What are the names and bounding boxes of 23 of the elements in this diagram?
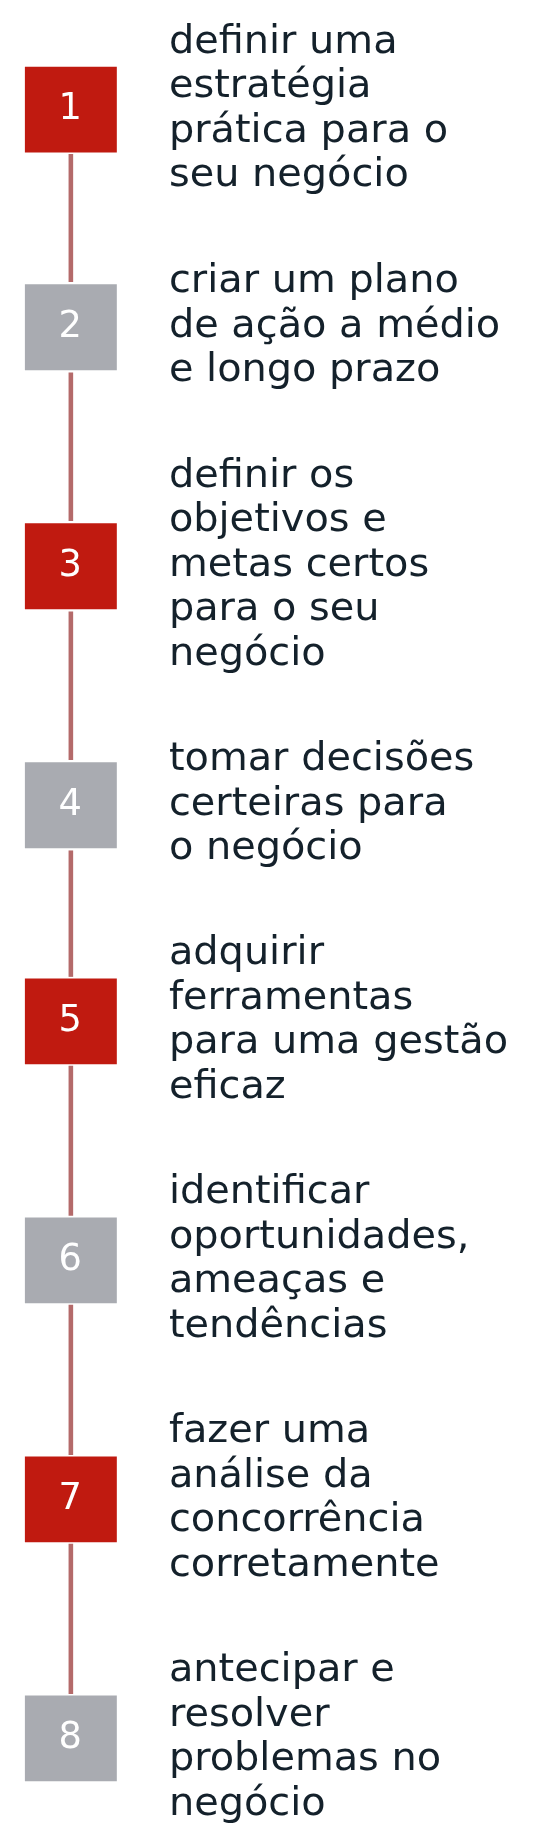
node-box: 6 bbox=[24, 1217, 117, 1304]
node-label: tomar decisões certeiras para o negócio bbox=[168, 733, 475, 869]
connector bbox=[68, 1065, 74, 1216]
node-label: adquirir ferramentas para uma gestão eficaz bbox=[168, 927, 509, 1107]
node-label: identificar oportunidades, ameaças e tendências bbox=[168, 1166, 470, 1346]
connector bbox=[68, 154, 74, 283]
node-box: 5 bbox=[24, 978, 117, 1065]
connector bbox=[68, 372, 74, 522]
connector bbox=[68, 1304, 74, 1455]
connector bbox=[68, 1543, 74, 1694]
node-label: fazer uma análise da concorrência corretamente bbox=[168, 1405, 440, 1585]
node-label: definir uma estratégia prática para o seu negócio bbox=[168, 15, 449, 195]
node-box: 8 bbox=[24, 1695, 117, 1782]
node-label: antecipar e resolver problemas no negócio bbox=[168, 1644, 442, 1824]
node-box: 7 bbox=[24, 1456, 117, 1543]
connector bbox=[68, 611, 74, 761]
node-box: 2 bbox=[24, 284, 117, 371]
node-box: 1 bbox=[24, 66, 117, 153]
node-label: definir os objetivos e metas certos para o seu negócio bbox=[168, 450, 430, 674]
node-label: criar um plano de ação a médio e longo prazo bbox=[168, 255, 501, 391]
connector bbox=[68, 850, 74, 977]
node-box: 4 bbox=[24, 762, 117, 849]
node-box: 3 bbox=[24, 523, 117, 610]
